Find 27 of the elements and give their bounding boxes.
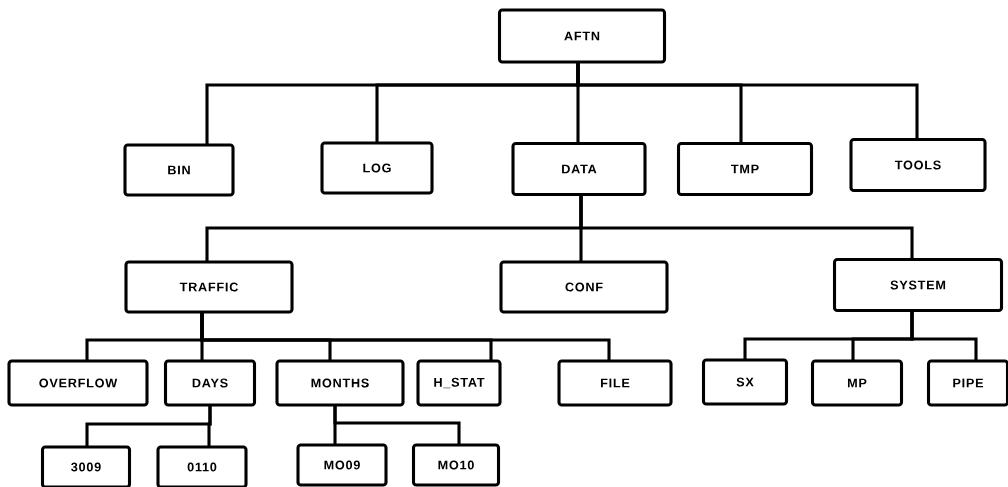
- connector-line: [200, 312, 611, 361]
- folder-box: H_STAT: [416, 359, 502, 407]
- folder-box: MO10: [411, 443, 501, 487]
- folder-box: AFTN: [497, 8, 667, 64]
- folder-box: DAYS: [163, 359, 257, 407]
- folder-box: MONTHS: [275, 359, 405, 407]
- folder-box: OVERFLOW: [7, 359, 149, 407]
- folder-box: PIPE: [926, 359, 1008, 407]
- folder-box: 0110: [156, 445, 248, 487]
- folder-box: FILE: [557, 359, 673, 407]
- connector-line: [207, 405, 212, 447]
- connector-line: [579, 194, 914, 260]
- folder-box: MP: [810, 359, 904, 407]
- folder-box: MO09: [296, 443, 388, 487]
- folder-box: LOG: [320, 141, 434, 195]
- connector-line: [910, 310, 978, 361]
- folder-box: TRAFFIC: [124, 260, 294, 314]
- folder-box: CONF: [499, 260, 669, 314]
- folder-box: SX: [701, 358, 789, 406]
- folder-box: TOOLS: [849, 137, 987, 193]
- folder-box: DATA: [511, 141, 647, 197]
- folder-box: TMP: [676, 141, 814, 197]
- folder-box: SYSTEM: [832, 257, 1004, 313]
- connector-line: [333, 405, 461, 445]
- folder-box: 3009: [40, 445, 132, 487]
- connector-line: [576, 62, 919, 140]
- folder-box: BIN: [123, 143, 235, 197]
